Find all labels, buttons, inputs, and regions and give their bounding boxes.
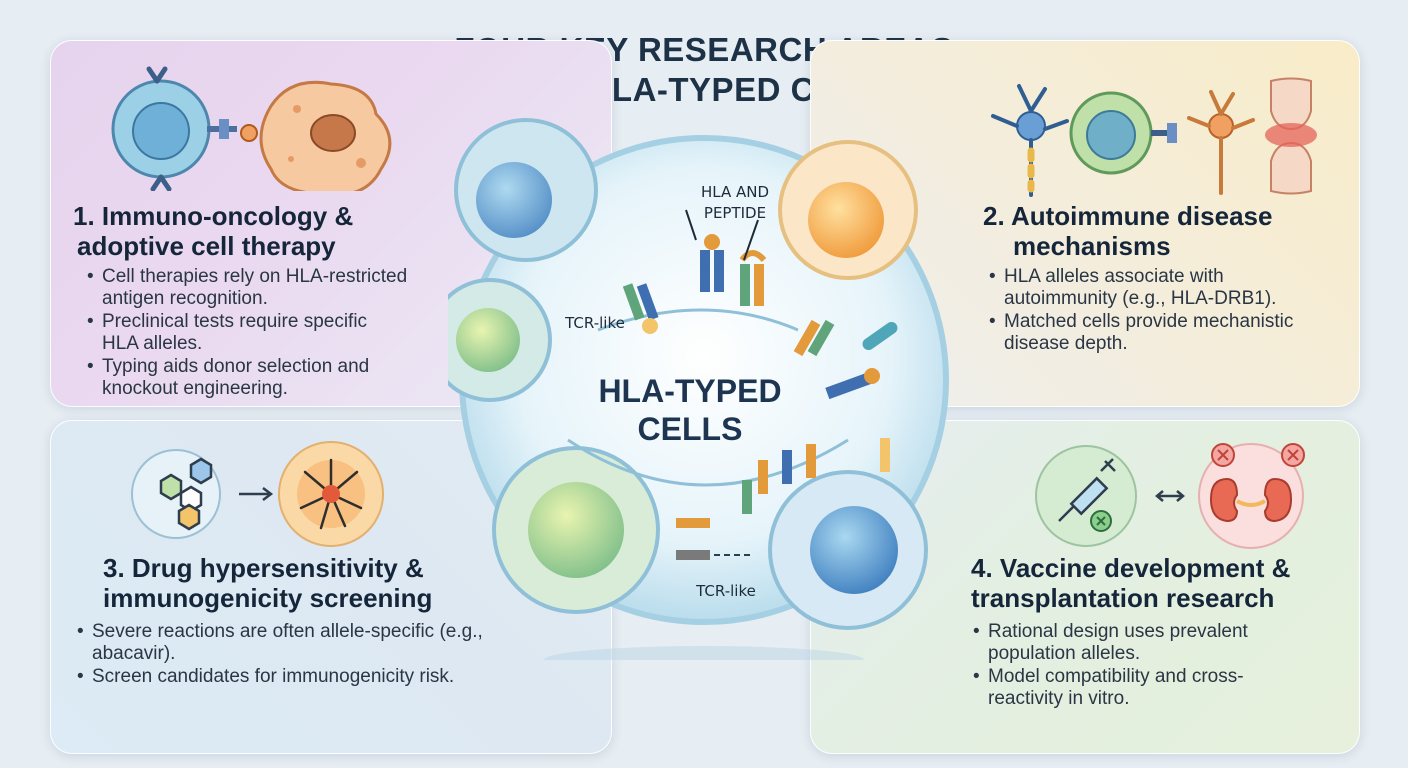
list-item: HLA alleles associate with autoimmunity …: [989, 266, 1284, 310]
syringe-icon: [1058, 458, 1116, 522]
inner-cell-top-left: [454, 118, 598, 262]
hla-peptide-label-line-2: PEPTIDE: [703, 204, 767, 222]
inner-cell-top-right: [778, 140, 918, 280]
inner-cell-left: [448, 278, 552, 402]
list-item: Screen candidates for immunogenicity ris…: [77, 666, 462, 688]
panel-4-title-line-2: transplantation research: [971, 583, 1275, 613]
panel-4-bullets: Rational design uses prevalent populatio…: [973, 621, 1293, 711]
panel-1-title: 1. Immuno-oncology & adoptive cell thera…: [73, 201, 353, 261]
panel-2-bullets: HLA alleles associate with autoimmunity …: [989, 266, 1339, 356]
tcr-like-label-bottom: TCR-like: [696, 582, 756, 600]
center-label: HLA-TYPED CELLS: [575, 372, 805, 448]
t-cell-icon: [1069, 91, 1177, 175]
center-label-line-2: CELLS: [637, 411, 743, 447]
panel-2-title: 2. Autoimmune disease mechanisms: [983, 201, 1272, 261]
panel-1-title-line-1: 1. Immuno-oncology &: [73, 201, 354, 231]
tcr-like-label-top: TCR-like: [565, 314, 625, 332]
neuron-icon: [1187, 90, 1255, 195]
panel-3-title-line-1: 3. Drug hypersensitivity &: [103, 553, 424, 583]
list-item: Severe reactions are often allele-specif…: [77, 621, 507, 665]
hla-peptide-label: HLA AND PEPTIDE: [690, 182, 780, 224]
list-item: Preclinical tests require specific HLA a…: [87, 311, 402, 355]
joint-icon: [1265, 77, 1317, 195]
panel-4-illustration: [1035, 443, 1305, 549]
hla-peptide-label-line-1: HLA AND: [700, 183, 770, 201]
list-item: Rational design uses prevalent populatio…: [973, 621, 1293, 665]
panel-4-title: 4. Vaccine development & transplantation…: [971, 553, 1290, 613]
t-cell-icon: [111, 66, 237, 191]
center-label-line-1: HLA-TYPED: [598, 373, 782, 409]
list-item: Typing aids donor selection and knockout…: [87, 356, 402, 400]
neuron-icon: [991, 84, 1069, 197]
panel-2-illustration: [991, 77, 1317, 197]
kidney-icon: [1209, 477, 1293, 523]
panel-1-bullets: Cell therapies rely on HLA-restricted an…: [87, 266, 447, 401]
panel-1-illustration: [111, 66, 392, 191]
panel-4-title-line-1: 4. Vaccine development &: [971, 553, 1291, 583]
inner-cell-bottom-right: [768, 470, 928, 630]
list-item: Matched cells provide mechanistic diseas…: [989, 311, 1339, 355]
panel-autoimmune: 2. Autoimmune disease mechanisms HLA all…: [810, 40, 1360, 407]
panel-1-title-line-2: adoptive cell therapy: [77, 231, 336, 261]
panel-3-title-line-2: immunogenicity screening: [103, 583, 433, 613]
reaction-icon: [278, 441, 384, 547]
panel-3-bullets: Severe reactions are often allele-specif…: [77, 621, 507, 689]
tumor-cell-icon: [259, 80, 392, 191]
inner-cell-bottom-left: [492, 446, 660, 614]
list-item: Model compatibility and cross-reactivity…: [973, 666, 1248, 710]
hla-peptide-receptors: [622, 234, 898, 560]
central-cell-illustration: [448, 118, 949, 660]
molecule-icon: [159, 457, 213, 531]
panel-3-title: 3. Drug hypersensitivity & immunogenicit…: [103, 553, 432, 613]
panel-2-title-line-2: mechanisms: [1013, 231, 1171, 261]
arrow-right-icon: [239, 487, 274, 501]
panel-2-title-line-1: 2. Autoimmune disease: [983, 201, 1273, 231]
panel-3-illustration: [131, 441, 384, 547]
bidirectional-arrow-icon: [1155, 490, 1185, 502]
list-item: Cell therapies rely on HLA-restricted an…: [87, 266, 447, 310]
